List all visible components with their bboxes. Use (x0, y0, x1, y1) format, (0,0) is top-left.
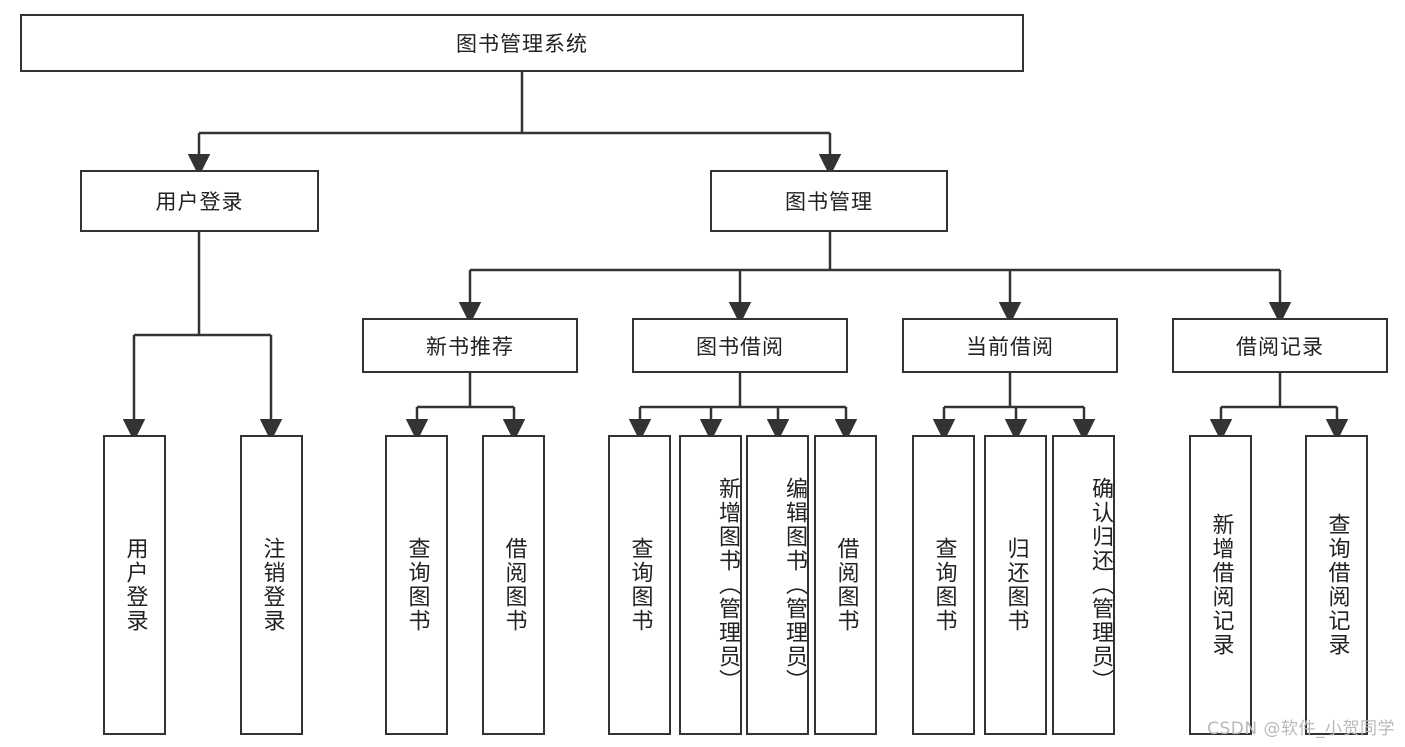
leaf-user-login[interactable]: 用户登录 (103, 435, 166, 735)
leaf-confirm-return-admin-label: 确认归还（管理员） (1088, 477, 1113, 693)
node-borrow-records[interactable]: 借阅记录 (1172, 318, 1388, 373)
leaf-edit-book-admin-label: 编辑图书（管理员） (782, 477, 807, 693)
leaf-confirm-return-admin[interactable]: 确认归还（管理员） (1052, 435, 1115, 735)
watermark: CSDN @软件_小贺同学 (1207, 719, 1395, 739)
leaf-add-book-admin[interactable]: 新增图书（管理员） (679, 435, 742, 735)
node-root[interactable]: 图书管理系统 (20, 14, 1024, 72)
node-user-login[interactable]: 用户登录 (80, 170, 319, 232)
node-user-login-label: 用户登录 (155, 190, 244, 214)
leaf-user-login-label: 用户登录 (122, 537, 148, 633)
leaf-add-book-admin-label: 新增图书（管理员） (715, 477, 740, 693)
node-borrow-records-label: 借阅记录 (1236, 334, 1324, 359)
leaf-borrow-books-borrow-label: 借阅图书 (833, 537, 859, 633)
leaf-query-books-borrow[interactable]: 查询图书 (608, 435, 671, 735)
leaf-return-books[interactable]: 归还图书 (984, 435, 1047, 735)
leaf-logout[interactable]: 注销登录 (240, 435, 303, 735)
leaf-query-borrow-record[interactable]: 查询借阅记录 (1305, 435, 1368, 735)
leaf-query-books-current[interactable]: 查询图书 (912, 435, 975, 735)
leaf-borrow-books-borrow[interactable]: 借阅图书 (814, 435, 877, 735)
node-current-borrow[interactable]: 当前借阅 (902, 318, 1118, 373)
leaf-logout-label: 注销登录 (259, 537, 285, 633)
node-book-management-label: 图书管理 (785, 190, 873, 214)
node-book-management[interactable]: 图书管理 (710, 170, 948, 232)
leaf-add-borrow-record-label: 新增借阅记录 (1208, 513, 1234, 657)
leaf-borrow-books-recommend-label: 借阅图书 (501, 537, 527, 633)
leaf-edit-book-admin[interactable]: 编辑图书（管理员） (746, 435, 809, 735)
leaf-query-borrow-record-label: 查询借阅记录 (1324, 513, 1350, 657)
node-new-book-recommend-label: 新书推荐 (426, 334, 514, 359)
leaf-query-books-recommend[interactable]: 查询图书 (385, 435, 448, 735)
node-new-book-recommend[interactable]: 新书推荐 (362, 318, 578, 373)
leaf-borrow-books-recommend[interactable]: 借阅图书 (482, 435, 545, 735)
leaf-add-borrow-record[interactable]: 新增借阅记录 (1189, 435, 1252, 735)
node-current-borrow-label: 当前借阅 (966, 334, 1054, 359)
leaf-return-books-label: 归还图书 (1003, 537, 1029, 633)
leaf-query-books-borrow-label: 查询图书 (627, 537, 653, 633)
node-root-label: 图书管理系统 (456, 32, 588, 56)
leaf-query-books-current-label: 查询图书 (931, 537, 957, 633)
node-book-borrow[interactable]: 图书借阅 (632, 318, 848, 373)
leaf-query-books-recommend-label: 查询图书 (404, 537, 430, 633)
node-book-borrow-label: 图书借阅 (696, 334, 784, 359)
